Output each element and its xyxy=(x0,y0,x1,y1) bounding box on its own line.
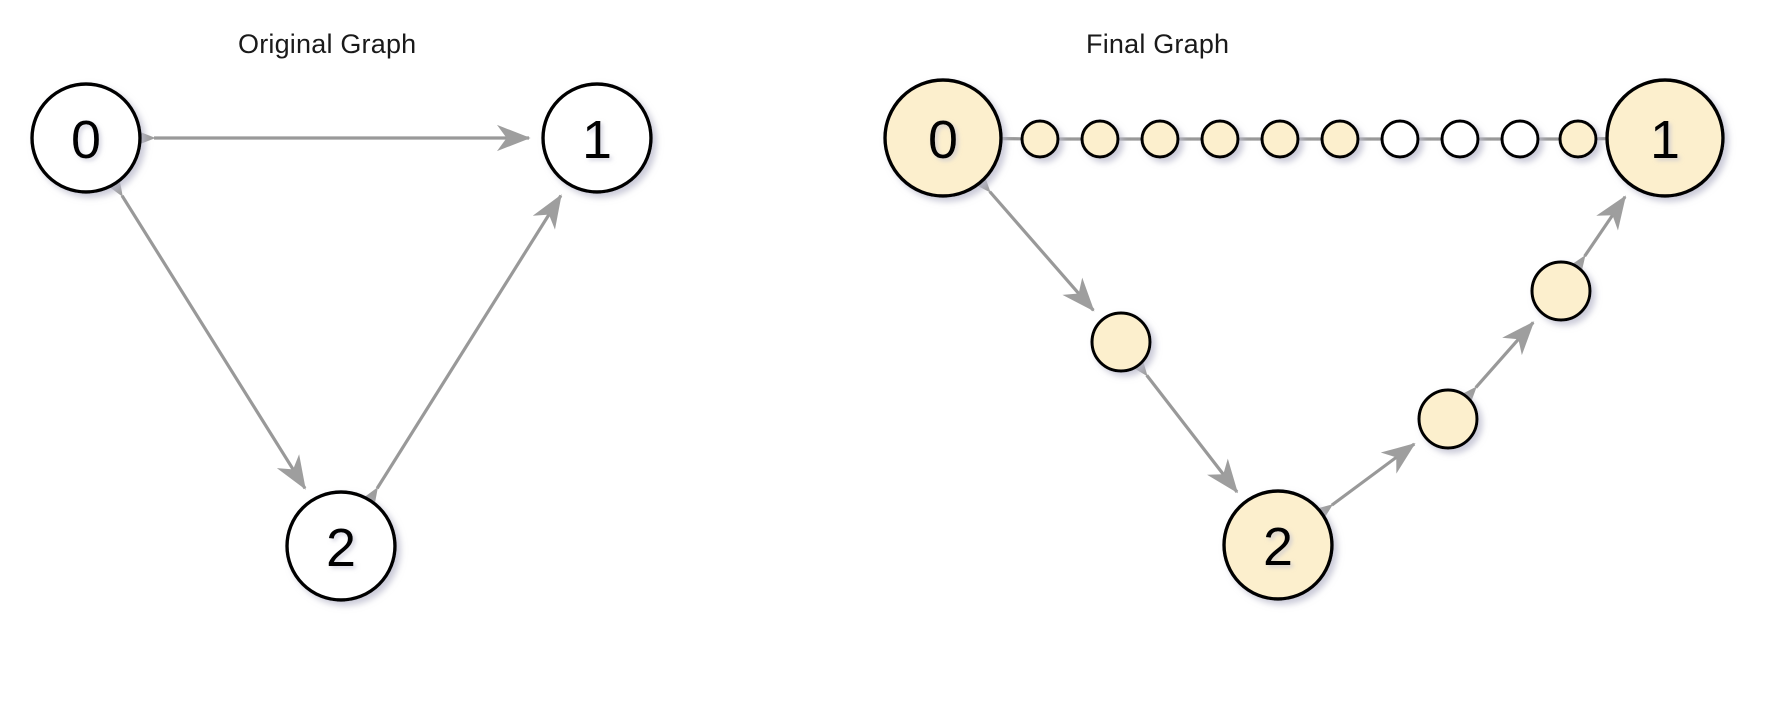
final-node-1-label: 1 xyxy=(1650,110,1680,170)
final-node-0-label: 0 xyxy=(928,110,958,170)
final-chain-left-node-1-circle[interactable] xyxy=(1090,311,1152,373)
final-chain-top-node-6[interactable] xyxy=(1320,119,1360,159)
final-chain-top-node-9[interactable] xyxy=(1500,119,1540,159)
final-chain-top-node-3-circle[interactable] xyxy=(1140,119,1180,159)
final-chain-right-node-2-circle[interactable] xyxy=(1530,260,1592,322)
final-node-2-circle[interactable] xyxy=(1222,489,1334,601)
original-node-2-circle[interactable] xyxy=(285,490,397,602)
final-chain-right-segment-3 xyxy=(1555,195,1627,291)
final-node-0-circle[interactable] xyxy=(883,78,1003,198)
original-node-1[interactable]: 1 xyxy=(541,82,653,194)
final-node-2-label: 2 xyxy=(1263,517,1293,577)
final-node-1-circle[interactable] xyxy=(1605,78,1725,198)
panel-final-graph: Final Graph 0 1 2 xyxy=(883,0,1772,728)
original-node-1-label: 1 xyxy=(582,110,612,170)
final-chain-top-node-7[interactable] xyxy=(1380,119,1420,159)
final-chain-top-node-5[interactable] xyxy=(1260,119,1300,159)
panel-title-original: Original Graph xyxy=(238,29,417,59)
final-chain-top-node-4[interactable] xyxy=(1200,119,1240,159)
final-chain-top-node-7-circle[interactable] xyxy=(1380,119,1420,159)
final-node-group: 0 1 2 xyxy=(883,78,1725,601)
final-chain-left-segment-1 xyxy=(958,158,1095,312)
original-node-0-circle[interactable] xyxy=(30,82,142,194)
final-chain-top-node-8-circle[interactable] xyxy=(1440,119,1480,159)
final-chain-top-node-2-circle[interactable] xyxy=(1080,119,1120,159)
final-chain-top-node-5-circle[interactable] xyxy=(1260,119,1300,159)
original-edge-0-2 xyxy=(93,161,307,490)
original-node-2-label: 2 xyxy=(326,518,356,578)
final-chain-right-node-2[interactable] xyxy=(1530,260,1592,322)
original-node-2[interactable]: 2 xyxy=(285,490,397,602)
final-chain-left-node-1[interactable] xyxy=(1090,311,1152,373)
final-chain-top-node-1[interactable] xyxy=(1020,119,1060,159)
final-chain-right-segment-2 xyxy=(1444,321,1535,421)
final-node-2[interactable]: 2 xyxy=(1222,489,1334,601)
final-chain-top-node-8[interactable] xyxy=(1440,119,1480,159)
final-chain-top-node-3[interactable] xyxy=(1140,119,1180,159)
original-edge-2-1 xyxy=(349,194,563,523)
final-chain-top-node-1-circle[interactable] xyxy=(1020,119,1060,159)
panel-title-final: Final Graph xyxy=(1086,29,1230,59)
final-chain-top-node-10[interactable] xyxy=(1558,119,1598,159)
final-node-0[interactable]: 0 xyxy=(883,78,1003,198)
original-graph-svg: 0 1 2 xyxy=(30,82,653,602)
final-chain-top-node-10-circle[interactable] xyxy=(1558,119,1598,159)
final-chain-top-node-6-circle[interactable] xyxy=(1320,119,1360,159)
final-graph-svg: 0 1 2 xyxy=(883,78,1725,601)
panel-original-graph: Original Graph 0 1 2 xyxy=(30,29,653,602)
final-edge-group xyxy=(958,137,1627,535)
final-chain-top-node-9-circle[interactable] xyxy=(1500,119,1540,159)
original-node-group: 0 1 2 xyxy=(30,82,653,602)
final-chain-right-node-1-circle[interactable] xyxy=(1417,388,1479,450)
final-chain-right-node-1[interactable] xyxy=(1417,388,1479,450)
original-edge-group xyxy=(93,124,563,523)
original-node-0[interactable]: 0 xyxy=(30,82,142,194)
final-chain-top-node-2[interactable] xyxy=(1080,119,1120,159)
final-chain-top-node-4-circle[interactable] xyxy=(1200,119,1240,159)
final-node-1[interactable]: 1 xyxy=(1605,78,1725,198)
final-chain-left-segment-2 xyxy=(1116,341,1239,494)
final-chain-right-segment-1 xyxy=(1298,442,1416,535)
original-node-0-label: 0 xyxy=(71,110,101,170)
original-node-1-circle[interactable] xyxy=(541,82,653,194)
